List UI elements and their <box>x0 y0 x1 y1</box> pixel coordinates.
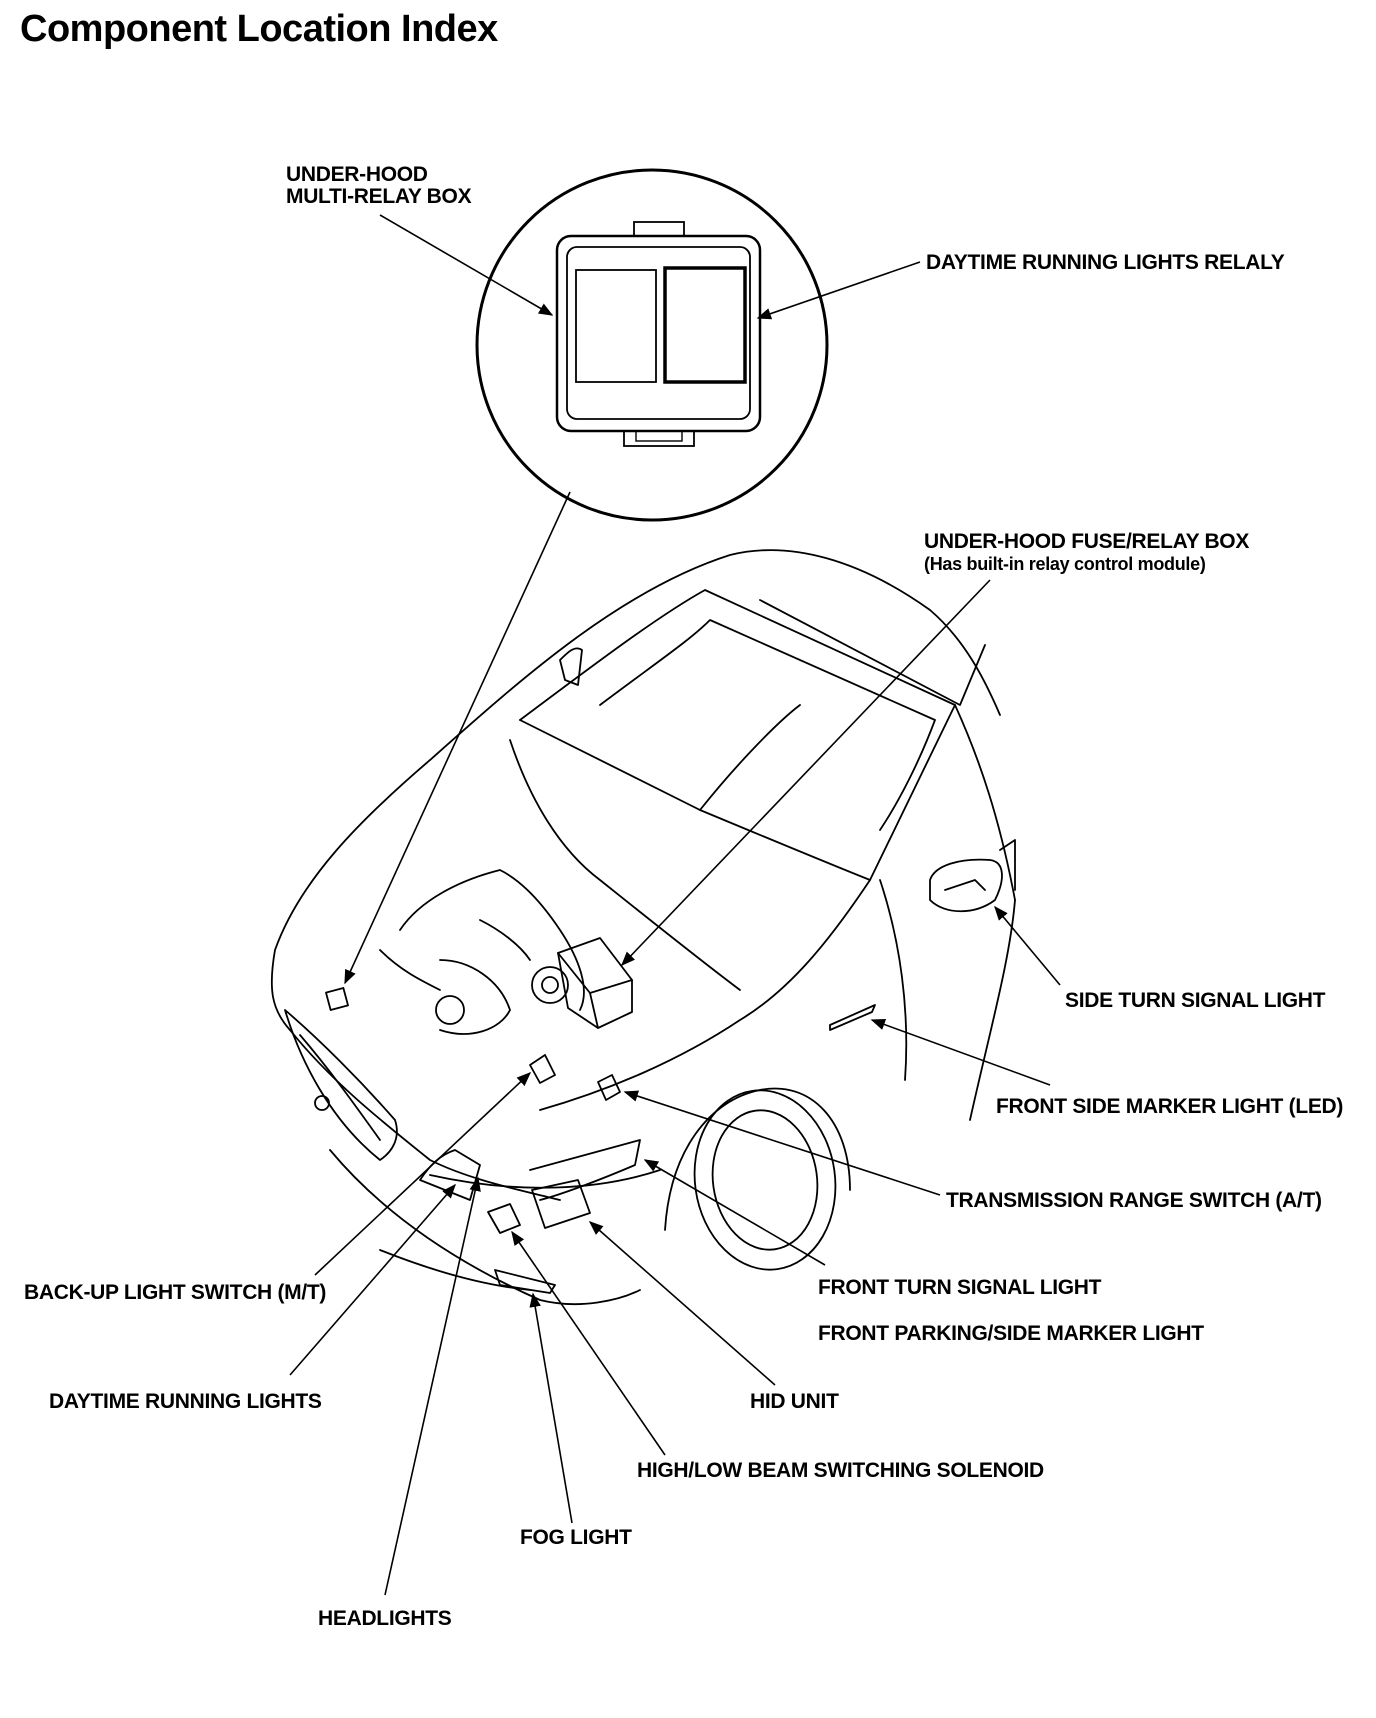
label-daytime-running-lights-relay: DAYTIME RUNNING LIGHTS RELALY <box>926 251 1285 274</box>
car-front-drawing <box>270 549 1016 1306</box>
label-transmission-range-switch: TRANSMISSION RANGE SWITCH (A/T) <box>946 1189 1322 1212</box>
label-high-low-beam-switching-solenoid: HIGH/LOW BEAM SWITCHING SOLENOID <box>637 1459 1044 1482</box>
label-hid-unit: HID UNIT <box>750 1390 839 1413</box>
label-line-2: MULTI-RELAY BOX <box>286 185 472 208</box>
label-front-parking-side-marker-light: FRONT PARKING/SIDE MARKER LIGHT <box>818 1322 1204 1345</box>
label-under-hood-fuse-relay-box: UNDER-HOOD FUSE/RELAY BOX (Has built-in … <box>924 531 1249 575</box>
label-side-turn-signal-light: SIDE TURN SIGNAL LIGHT <box>1065 989 1326 1012</box>
leader-lines <box>289 214 1061 1596</box>
label-line-1: UNDER-HOOD <box>286 163 428 186</box>
label-note: (Has built-in relay control module) <box>924 554 1206 574</box>
relay-box-detail-view <box>475 168 829 522</box>
label-under-hood-multi-relay-box: UNDER-HOOD MULTI-RELAY BOX <box>286 163 472 208</box>
label-headlights: HEADLIGHTS <box>318 1607 452 1630</box>
page-title: Component Location Index <box>20 8 498 50</box>
label-daytime-running-lights: DAYTIME RUNNING LIGHTS <box>49 1390 322 1413</box>
label-front-side-marker-light: FRONT SIDE MARKER LIGHT (LED) <box>996 1095 1344 1118</box>
label-front-turn-signal-light: FRONT TURN SIGNAL LIGHT <box>818 1276 1102 1299</box>
label-fog-light: FOG LIGHT <box>520 1526 632 1549</box>
label-line-1: UNDER-HOOD FUSE/RELAY BOX <box>924 530 1250 553</box>
label-back-up-light-switch: BACK-UP LIGHT SWITCH (M/T) <box>24 1281 327 1304</box>
